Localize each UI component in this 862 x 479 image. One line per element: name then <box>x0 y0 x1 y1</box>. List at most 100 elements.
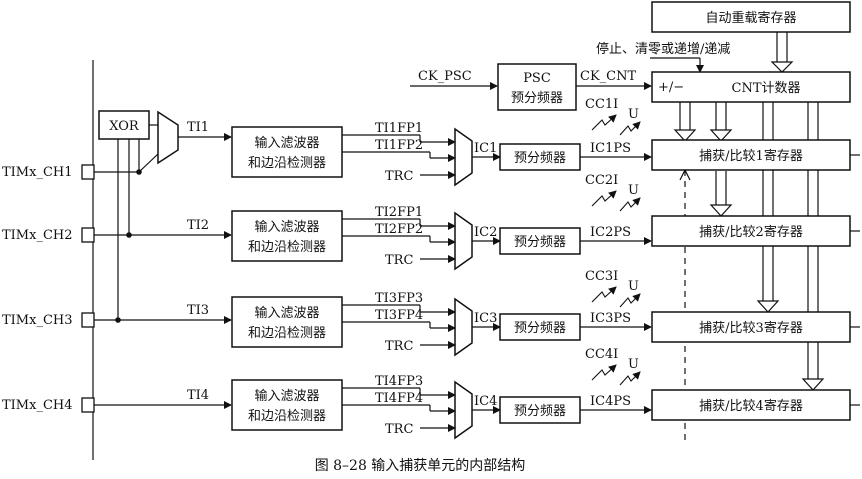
prescaler-label: 预分频器 <box>514 404 566 419</box>
ic-label: IC4 <box>474 394 497 409</box>
cnt-label: CNT计数器 <box>732 81 801 96</box>
pin-label: TIMx_CH4 <box>2 398 73 413</box>
interrupt-arrow-icon <box>591 190 617 207</box>
pin-label: TIMx_CH2 <box>2 228 73 243</box>
ps-label: IC1PS <box>590 141 631 156</box>
filter-line1: 输入滤波器 <box>254 219 319 235</box>
cnt-counter-box <box>651 71 851 103</box>
xor-label: XOR <box>109 119 140 134</box>
control-text: 停止、清零或递增/递减 <box>596 41 730 57</box>
ps-label: IC2PS <box>590 225 631 240</box>
prescaler-label: 预分频器 <box>514 321 566 336</box>
filter-box <box>231 296 343 348</box>
update-label: U <box>628 183 639 198</box>
auto-reload-register <box>651 1 851 33</box>
ps-label: IC3PS <box>590 311 631 326</box>
psc-prescaler-box <box>497 63 577 111</box>
ic-mux <box>454 380 473 440</box>
ck-psc-label: CK_PSC <box>418 69 472 84</box>
ck-cnt-label: CK_CNT <box>580 69 636 84</box>
filter-box <box>231 210 343 262</box>
filter-line2: 和边沿检测器 <box>248 409 326 424</box>
xor-mux <box>157 110 179 165</box>
fp-a-label: TI3FP3 <box>375 291 423 306</box>
fp-a-label: TI2FP1 <box>375 205 423 220</box>
fp-a-label: TI1FP1 <box>375 121 423 136</box>
trc-label: TRC <box>385 422 413 437</box>
fp-b-label: TI4FP4 <box>375 391 423 406</box>
figure-caption: 图 8–28 输入捕获单元的内部结构 <box>315 458 526 474</box>
ti-label: TI3 <box>187 303 209 318</box>
interrupt-arrow-icon <box>591 364 617 381</box>
ic-mux <box>454 211 473 271</box>
filter-line1: 输入滤波器 <box>254 388 319 404</box>
filter-box <box>231 379 343 431</box>
cci-flag-label: CC4I <box>585 347 618 362</box>
prescaler-label: 预分频器 <box>514 151 566 166</box>
fp-b-label: TI1FP2 <box>375 138 423 153</box>
pin-box <box>81 312 95 328</box>
psc-line1: PSC <box>523 71 551 86</box>
register-label: 捕获/比较2寄存器 <box>699 224 803 240</box>
register-label: 捕获/比较3寄存器 <box>699 320 803 336</box>
update-arrow-icon <box>619 121 641 136</box>
update-label: U <box>628 357 639 372</box>
pin-label: TIMx_CH1 <box>2 165 73 180</box>
filter-line2: 和边沿检测器 <box>248 156 326 171</box>
pin-box <box>81 227 95 243</box>
ti-label: TI4 <box>187 388 209 403</box>
register-label: 捕获/比较1寄存器 <box>699 148 803 164</box>
filter-line1: 输入滤波器 <box>254 305 319 321</box>
cci-flag-label: CC2I <box>585 173 618 188</box>
trc-label: TRC <box>385 253 413 268</box>
interrupt-arrow-icon <box>591 114 617 131</box>
capture-compare-register <box>651 139 851 171</box>
capture-compare-register <box>651 215 851 247</box>
capture-compare-register <box>651 311 851 343</box>
ic-label: IC1 <box>474 141 497 156</box>
auto-reload-label: 自动重载寄存器 <box>705 10 796 26</box>
cci-flag-label: CC3I <box>585 269 618 284</box>
fp-a-label: TI4FP3 <box>375 374 423 389</box>
psc-line2: 预分频器 <box>511 91 563 106</box>
register-label: 捕获/比较4寄存器 <box>699 398 803 414</box>
ti-label: TI1 <box>187 120 209 135</box>
update-arrow-icon <box>619 293 641 308</box>
cnt-updown: +/− <box>658 80 684 95</box>
update-label: U <box>628 107 639 122</box>
update-arrow-icon <box>619 197 641 212</box>
interrupt-arrow-icon <box>591 286 617 303</box>
ic-label: IC3 <box>474 311 497 326</box>
update-arrow-icon <box>619 371 641 386</box>
pin-box <box>81 397 95 413</box>
fp-b-label: TI3FP4 <box>375 308 423 323</box>
capture-compare-register <box>651 389 851 421</box>
filter-line1: 输入滤波器 <box>254 135 319 151</box>
filter-line2: 和边沿检测器 <box>248 326 326 341</box>
ti-label: TI2 <box>187 218 209 233</box>
prescaler-label: 预分频器 <box>514 235 566 250</box>
ic-prescaler-box <box>499 396 581 424</box>
trc-label: TRC <box>385 339 413 354</box>
cci-flag-label: CC1I <box>585 97 618 112</box>
ic-mux <box>454 297 473 357</box>
ps-label: IC4PS <box>590 394 631 409</box>
trc-label: TRC <box>385 169 413 184</box>
ic-mux <box>454 127 473 187</box>
fp-b-label: TI2FP2 <box>375 222 423 237</box>
ic-label: IC2 <box>474 225 497 240</box>
filter-line2: 和边沿检测器 <box>248 240 326 255</box>
pin-label: TIMx_CH3 <box>2 313 73 328</box>
update-label: U <box>628 279 639 294</box>
pin-box <box>81 164 95 180</box>
ic-prescaler-box <box>499 143 581 171</box>
filter-box <box>231 126 343 178</box>
ic-prescaler-box <box>499 227 581 255</box>
ic-prescaler-box <box>499 313 581 341</box>
